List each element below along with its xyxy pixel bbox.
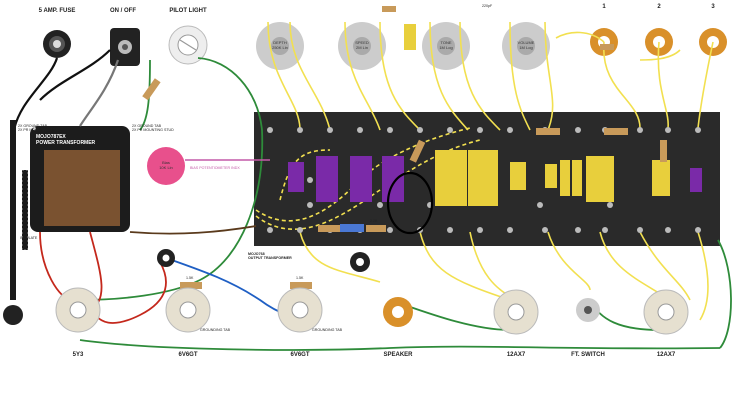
resistor-label-1k5b: 1.5K [296,276,304,280]
purple-capacitors [288,156,702,202]
impedance-jack [157,249,175,267]
ground-strip [10,120,16,300]
label-12ax7-1: 12AX7 [506,352,526,358]
footswitch-jack [576,298,600,322]
label-volume-pot: VOLUME 1M Log [517,40,535,50]
ground-tab-label-2: 2X GROUND TAB 2X PR MOUNTING STUD [132,124,174,133]
ground-tab-label-1: 2X GROUND TAB 2X PR MOUNTING STUD [18,124,60,133]
green-ground-wires [79,57,732,351]
socket-12ax7-1 [493,289,539,335]
label-depth-pot: DEPTH 250K Lin [272,40,288,50]
insulate-label: INSULATE [20,236,38,240]
label-12ax7-2: 12AX7 [656,352,676,358]
label-fuse: 5 AMP. FUSE [38,8,76,14]
socket-5y3 [55,287,101,333]
label-speed-pot: SPEED 2M Lin [355,40,369,50]
socket-6v6-1 [165,287,211,333]
label-footswitch: FT. SWITCH [571,352,605,358]
cap-label-220pf: 220pF [482,4,493,8]
label-tone-pot: TONE 1M Log [439,40,453,50]
label-pilot: PILOT LIGHT [169,8,207,14]
blue-resistor [340,224,364,232]
output-transformer-label: MOJO768 OUTPUT TRANSFORMER [248,252,292,261]
speaker-output-jack [383,297,413,327]
socket-6v6-2 [277,287,323,333]
insulate-strip [21,169,29,251]
label-bias-pot: Bias 10K Lin [159,160,173,170]
volume-pot [502,22,550,70]
label-5y3: 5Y3 [72,352,84,358]
label-switch: ON / OFF [110,8,136,14]
pilot-light [168,25,208,65]
label-jack-1: 1 [602,4,606,10]
resistor-label-1k5a: 1.5K [186,276,194,280]
fuse-holder [43,30,71,58]
ground-lug [3,305,23,325]
resistor-label-1k: 1K [542,122,547,126]
bias-pot [147,147,185,185]
brown-wires [129,225,257,235]
grounding-tab-label-a: GROUNDING TAB [200,328,231,332]
tone-pot [422,22,470,70]
highlight-ring [386,171,434,235]
socket-12ax7-2 [643,289,689,335]
label-6v6-2: 6V6GT [290,352,310,358]
speaker-jack [350,252,370,272]
yellow-capacitors [404,24,670,206]
bias-note-label: BIAS POTENTIOMETER INDX [190,166,240,170]
speed-pot [338,22,386,70]
resistor-label-2k: 2.2K [370,219,378,223]
power-switch [110,28,140,66]
power-transformer-core [44,150,120,226]
grounding-tab-label-b: GROUNDING TAB [312,328,343,332]
label-6v6-1: 6V6GT [178,352,198,358]
label-speaker: SPEAKER [383,352,413,358]
label-jack-2: 2 [657,4,661,10]
power-transformer-label: MOJO787EX POWER TRANSFORMER [36,134,96,146]
label-jack-3: 3 [711,4,715,10]
